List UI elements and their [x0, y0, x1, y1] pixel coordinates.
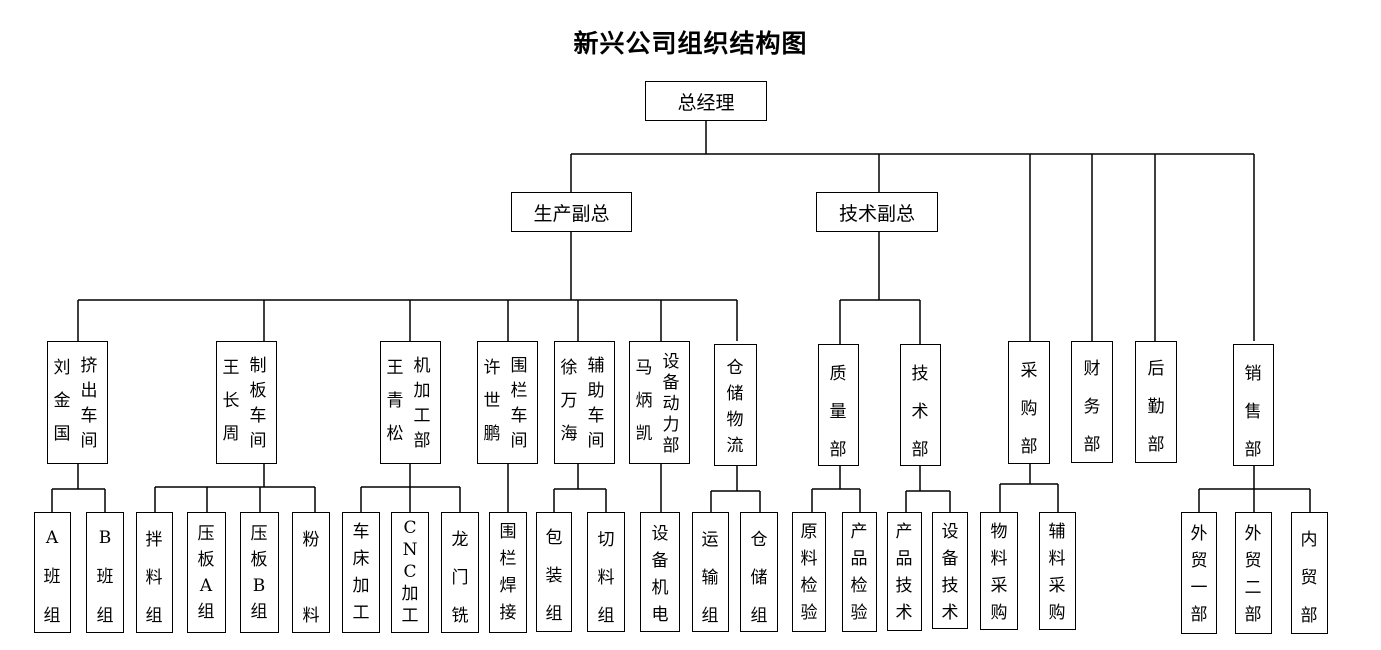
team-label: A 班 组: [43, 528, 61, 626]
node-material-purchasing: 物 料 采 购: [980, 512, 1018, 630]
team-label: 车 床 加 工: [352, 522, 370, 623]
team-label: 物 料 采 购: [990, 522, 1008, 623]
team-label: 包 装 组: [545, 528, 563, 624]
node-fence-welding: 围 栏 焊 接: [489, 512, 527, 633]
node-gantry-team: 龙 门 铣: [441, 512, 479, 633]
node-fence-workshop: 许 世 鹏 围 栏 车 间: [477, 341, 538, 464]
team-label: 压 板 A 组: [197, 524, 215, 622]
team-label: 外 贸 一 部: [1190, 524, 1208, 625]
node-transport-team: 运 输 组: [692, 512, 729, 632]
team-label: 粉 料: [302, 530, 320, 626]
manager-name: 王 长 周: [222, 358, 240, 444]
node-machining-department: 王 青 松 机 加 工 部: [380, 341, 441, 464]
node-domestic-trade: 内 贸 部: [1291, 512, 1328, 634]
node-press-b-team: 压 板 B 组: [240, 512, 279, 633]
chart-title: 新兴公司组织结构图: [573, 29, 808, 58]
node-mixing-team: 拌 料 组: [136, 512, 173, 633]
department-name: 后 勤 部: [1147, 359, 1165, 455]
node-foreign-trade-1: 外 贸 一 部: [1181, 512, 1217, 634]
department-name: 机 加 工 部: [413, 356, 431, 451]
team-label: 设 备 技 术: [941, 522, 959, 623]
team-label: B 班 组: [96, 528, 114, 626]
manager-name: 许 世 鹏: [483, 358, 501, 444]
node-powder-team: 粉 料: [292, 512, 330, 633]
node-raw-material-inspection: 原 料 检 验: [792, 512, 826, 632]
team-label: 龙 门 铣: [451, 530, 469, 626]
node-sales-department: 销 售 部: [1233, 344, 1274, 466]
department-name: 质 量 部: [829, 364, 847, 460]
department-name: 采 购 部: [1020, 361, 1038, 457]
node-ceo: 总经理: [645, 81, 767, 121]
node-purchasing-department: 采 购 部: [1008, 341, 1050, 464]
department-name: 仓 储 物 流: [726, 358, 744, 456]
department-name: 财 务 部: [1083, 359, 1101, 455]
team-label: 压 板 B 组: [250, 524, 268, 622]
node-team-a: A 班 组: [34, 512, 71, 633]
manager-name: 刘 金 国: [53, 358, 71, 444]
node-team-b: B 班 组: [86, 512, 124, 633]
node-technical-department: 技 术 部: [900, 344, 941, 466]
manager-name: 王 青 松: [386, 358, 404, 444]
team-label: 辅 料 采 购: [1048, 522, 1066, 623]
node-extrusion-workshop: 刘 金 国 挤 出 车 间: [47, 341, 108, 464]
node-auxiliary-workshop: 徐 万 海 辅 助 车 间: [554, 341, 615, 464]
department-name: 围 栏 车 间: [510, 356, 528, 451]
team-label: 产 品 检 验: [850, 522, 868, 623]
node-packing-team: 包 装 组: [536, 512, 572, 632]
team-label: 设 备 机 电: [651, 524, 669, 625]
node-product-inspection: 产 品 检 验: [842, 512, 877, 632]
team-label: 围 栏 焊 接: [499, 522, 517, 623]
node-cnc-team: C N C 加 工: [391, 512, 429, 633]
team-label: 切 料 组: [597, 530, 615, 626]
team-label: 外 贸 二 部: [1244, 524, 1262, 625]
node-auxiliary-purchasing: 辅 料 采 购: [1039, 512, 1076, 630]
node-quality-department: 质 量 部: [818, 344, 859, 466]
node-technical-vp: 技术副总: [816, 192, 938, 232]
node-press-a-team: 压 板 A 组: [187, 512, 226, 633]
manager-name: 马 炳 凯: [635, 358, 653, 444]
node-warehouse-logistics: 仓 储 物 流: [714, 344, 757, 466]
node-production-vp: 生产副总: [511, 192, 632, 232]
team-label: 内 贸 部: [1300, 530, 1318, 626]
department-name: 设 备 动 力 部: [662, 352, 680, 456]
department-name: 挤 出 车 间: [80, 356, 98, 451]
department-name: 制 板 车 间: [249, 356, 267, 451]
node-foreign-trade-2: 外 贸 二 部: [1235, 512, 1272, 634]
node-cutting-team: 切 料 组: [587, 512, 625, 632]
manager-name: 徐 万 海: [560, 358, 578, 444]
node-storage-team: 仓 储 组: [740, 512, 778, 632]
node-logistics-department: 后 勤 部: [1135, 341, 1177, 463]
node-lathe-team: 车 床 加 工: [342, 512, 380, 633]
team-label: 拌 料 组: [145, 530, 163, 626]
team-label: C N C 加 工: [401, 518, 419, 626]
node-equipment-electrical: 设 备 机 电: [640, 512, 680, 632]
node-product-technology: 产 品 技 术: [887, 512, 922, 631]
department-name: 辅 助 车 间: [587, 356, 605, 451]
node-equipment-power-department: 马 炳 凯 设 备 动 力 部: [629, 341, 690, 464]
team-label: 产 品 技 术: [895, 522, 913, 623]
team-label: 原 料 检 验: [800, 522, 818, 623]
node-equipment-technology: 设 备 技 术: [932, 512, 968, 629]
node-board-workshop: 王 长 周 制 板 车 间: [216, 341, 277, 464]
team-label: 运 输 组: [701, 530, 719, 626]
node-finance-department: 财 务 部: [1071, 341, 1113, 463]
department-name: 销 售 部: [1244, 364, 1262, 460]
department-name: 技 术 部: [911, 364, 929, 460]
team-label: 仓 储 组: [750, 530, 768, 626]
